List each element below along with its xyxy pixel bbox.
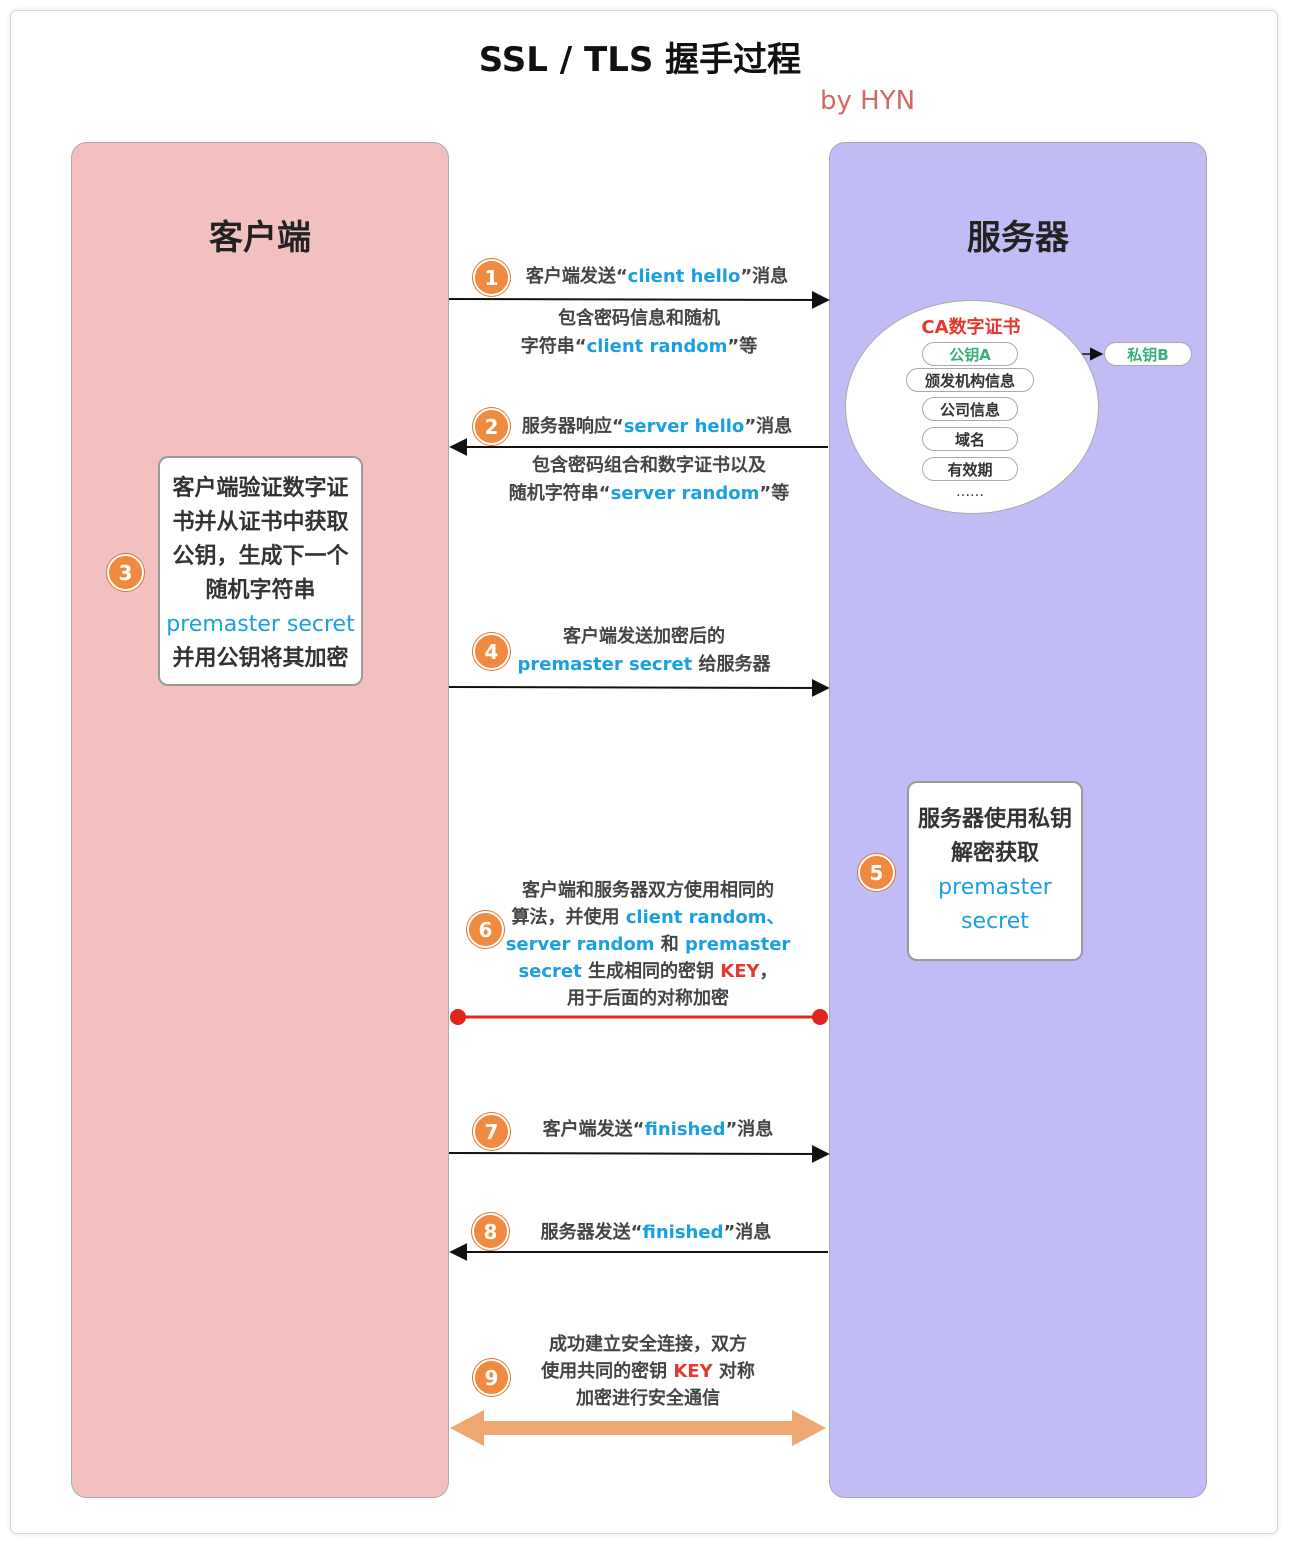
arrow-step9-bidirectional — [450, 1410, 826, 1446]
step9-text: 成功建立安全连接，双方 使用共同的密钥 KEY 对称 加密进行安全通信 — [541, 1334, 755, 1409]
step2-detail: 包含密码组合和数字证书以及 随机字符串“server random”等 — [508, 455, 790, 504]
arrow-step1 — [448, 290, 830, 309]
cert-field-ellipsis: …… — [956, 484, 984, 500]
step3-box: 客户端验证数字证 书并从证书中获取 公钥，生成下一个 随机字符串 premast… — [158, 456, 363, 686]
step1-detail: 包含密码信息和随机 字符串“client random”等 — [520, 308, 758, 357]
step7-badge: 7 — [473, 1113, 510, 1150]
author-credit: by HYN — [820, 86, 916, 116]
private-key-b: 私钥B — [1104, 342, 1192, 366]
step2-badge: 2 — [473, 408, 510, 445]
step8-title: 服务器发送“finished”消息 — [540, 1222, 772, 1243]
step4-title: 客户端发送加密后的 premaster secret 给服务器 — [517, 626, 771, 675]
cert-field-domain: 域名 — [922, 427, 1018, 451]
dot-step6-right — [812, 1009, 828, 1025]
step2-title: 服务器响应“server hello”消息 — [521, 416, 793, 437]
image-frame — [10, 10, 1278, 1534]
public-key-a: 公钥A — [922, 342, 1018, 366]
ca-certificate-title: CA数字证书 — [921, 317, 1021, 338]
arrow-step7 — [448, 1144, 830, 1163]
client-lane-title: 客户端 — [209, 218, 311, 258]
client-lane — [71, 142, 449, 1498]
step5-badge: 5 — [858, 854, 895, 891]
step7-title: 客户端发送“finished”消息 — [542, 1119, 774, 1140]
step9-badge: 9 — [473, 1359, 510, 1396]
step8-badge: 8 — [472, 1213, 509, 1250]
step1-title: 客户端发送“client hello”消息 — [525, 266, 789, 287]
cert-field-validity: 有效期 — [922, 457, 1018, 481]
step6-text: 客户端和服务器双方使用相同的 算法，并使用 client random、 ser… — [505, 880, 791, 1009]
step4-badge: 4 — [473, 633, 510, 670]
step3-badge: 3 — [107, 554, 144, 591]
cert-field-issuer: 颁发机构信息 — [906, 368, 1034, 392]
dot-step6-left — [450, 1009, 466, 1025]
step1-badge: 1 — [473, 259, 510, 296]
step6-badge: 6 — [467, 911, 504, 948]
cert-field-company: 公司信息 — [922, 397, 1018, 421]
diagram-title: SSL / TLS 握手过程 — [478, 40, 802, 80]
arrow-step4 — [448, 678, 830, 697]
server-lane-title: 服务器 — [967, 218, 1069, 258]
step5-box: 服务器使用私钥 解密获取 premaster secret — [907, 781, 1083, 961]
